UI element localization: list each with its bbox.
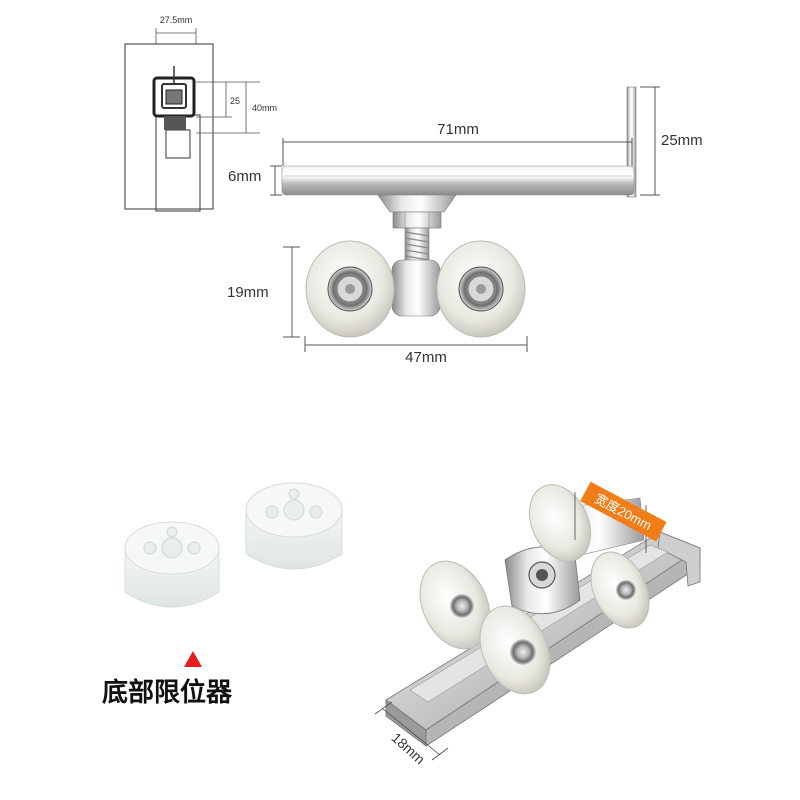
right-wheel <box>436 240 526 338</box>
stopper-left <box>124 521 220 608</box>
wheel-span-label: 47mm <box>405 349 447 366</box>
frame-outline <box>124 43 214 210</box>
stopper-right <box>245 482 343 570</box>
width-badge <box>580 481 667 542</box>
connector-block <box>164 116 186 130</box>
cross-section-inner-height-label: 25 <box>230 96 240 106</box>
roller-assembly-drawing: 71mm 25mm 6mm 19mm 47mm <box>227 86 703 366</box>
wheel-height-label: 19mm <box>227 284 269 301</box>
rod-diameter-label: 6mm <box>228 168 261 185</box>
stopper-caption: 底部限位器 <box>102 677 233 708</box>
cross-section-width-label: 27.5mm <box>160 15 193 25</box>
bracket-height-label: 25mm <box>661 132 703 149</box>
photo-front-right-wheel <box>479 605 551 695</box>
cross-section-outer-height-label: 40mm <box>252 103 277 113</box>
red-triangle-marker <box>184 651 202 667</box>
door-bracket <box>165 129 191 159</box>
photo-back-right-wheel <box>590 551 650 629</box>
left-wheel <box>305 240 395 338</box>
roller-photo: 宽度20mm 18mm <box>374 481 701 767</box>
cross-section-drawing: 27.5mm 25 40mm <box>124 15 277 212</box>
rod <box>281 165 635 196</box>
photo-front-left-wheel <box>419 560 491 650</box>
roller-block <box>165 89 183 105</box>
swivel-mount <box>377 194 457 213</box>
bottom-stoppers: 底部限位器 <box>102 482 343 708</box>
axle-housing <box>391 259 441 317</box>
hex-nut <box>392 211 442 229</box>
rod-length-label: 71mm <box>437 121 479 138</box>
track-width-dimension-line <box>382 708 441 756</box>
